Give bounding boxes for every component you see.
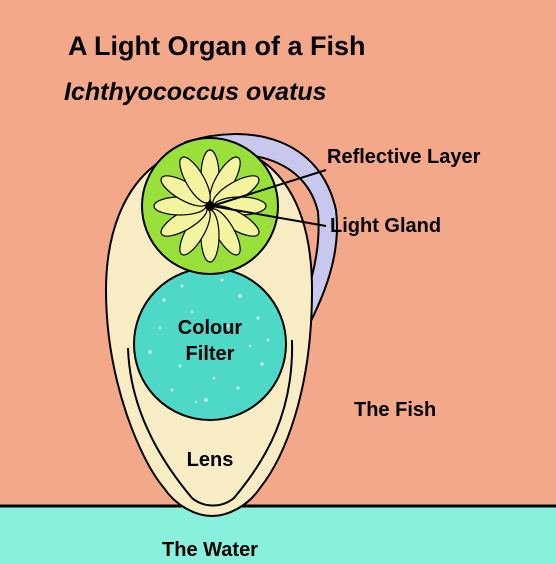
label-lens: Lens — [187, 449, 234, 471]
label-light-gland: Light Gland — [330, 215, 441, 237]
label-colour-filter-line1: Colour — [178, 317, 243, 339]
label-reflective-layer: Reflective Layer — [327, 146, 481, 168]
species-name: Ichthyococcus ovatus — [64, 78, 327, 106]
label-fish: The Fish — [354, 399, 436, 421]
label-colour-filter-line2: Filter — [186, 343, 235, 365]
water-region — [0, 506, 556, 564]
label-water: The Water — [162, 539, 258, 561]
page-title: A Light Organ of a Fish — [68, 31, 366, 61]
